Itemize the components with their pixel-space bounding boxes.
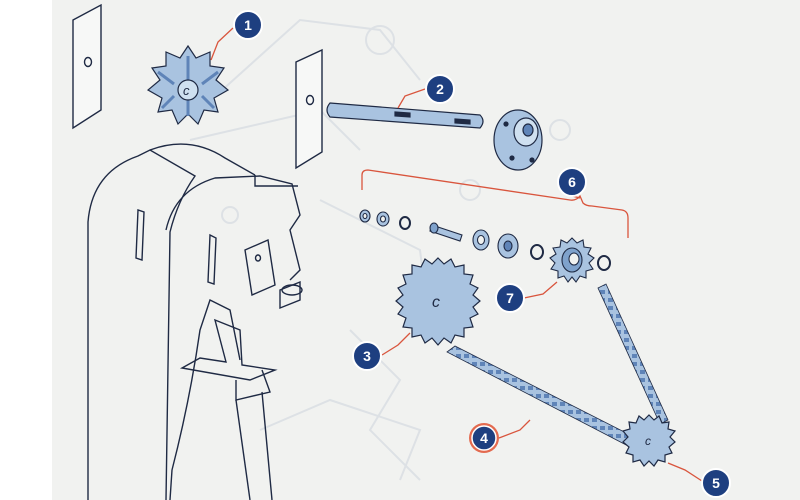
machine-frame	[87, 143, 303, 500]
leader-line-1	[210, 27, 234, 61]
callout-6: 6	[557, 167, 587, 197]
hub-flange-icon	[493, 109, 543, 171]
svg-text:c: c	[432, 294, 440, 311]
callout-3: 3	[352, 341, 382, 371]
left-mounting-plate	[72, 3, 102, 130]
svg-text:2: 2	[436, 81, 444, 97]
svg-text:c: c	[645, 434, 651, 448]
callout-7: 7	[495, 283, 525, 313]
large-sprocket-icon: c	[395, 257, 481, 346]
leader-line-2	[397, 88, 426, 109]
svg-text:5: 5	[712, 475, 720, 491]
shaft-icon	[326, 102, 484, 129]
callout-1: 1	[233, 10, 263, 40]
callout-5: 5	[701, 468, 731, 498]
svg-text:1: 1	[244, 17, 252, 33]
leader-line-4	[498, 419, 531, 439]
svg-text:4: 4	[480, 430, 488, 446]
leader-lines	[210, 27, 703, 482]
svg-text:3: 3	[363, 348, 371, 364]
bracket-hardware-group-icon	[359, 169, 629, 271]
svg-text:6: 6	[568, 174, 576, 190]
callout-2: 2	[425, 74, 455, 104]
leader-line-3	[381, 332, 411, 356]
small-sprocket-icon: c	[621, 414, 677, 467]
svg-text:7: 7	[506, 290, 514, 306]
middle-mounting-plate	[295, 48, 323, 170]
cam-sprocket-icon: c	[146, 44, 230, 126]
leader-line-5	[667, 462, 703, 482]
svg-text:c: c	[183, 83, 190, 98]
leader-line-7	[523, 281, 558, 299]
callout-4: 4	[469, 423, 499, 453]
idler-sprocket-icon	[549, 237, 595, 283]
